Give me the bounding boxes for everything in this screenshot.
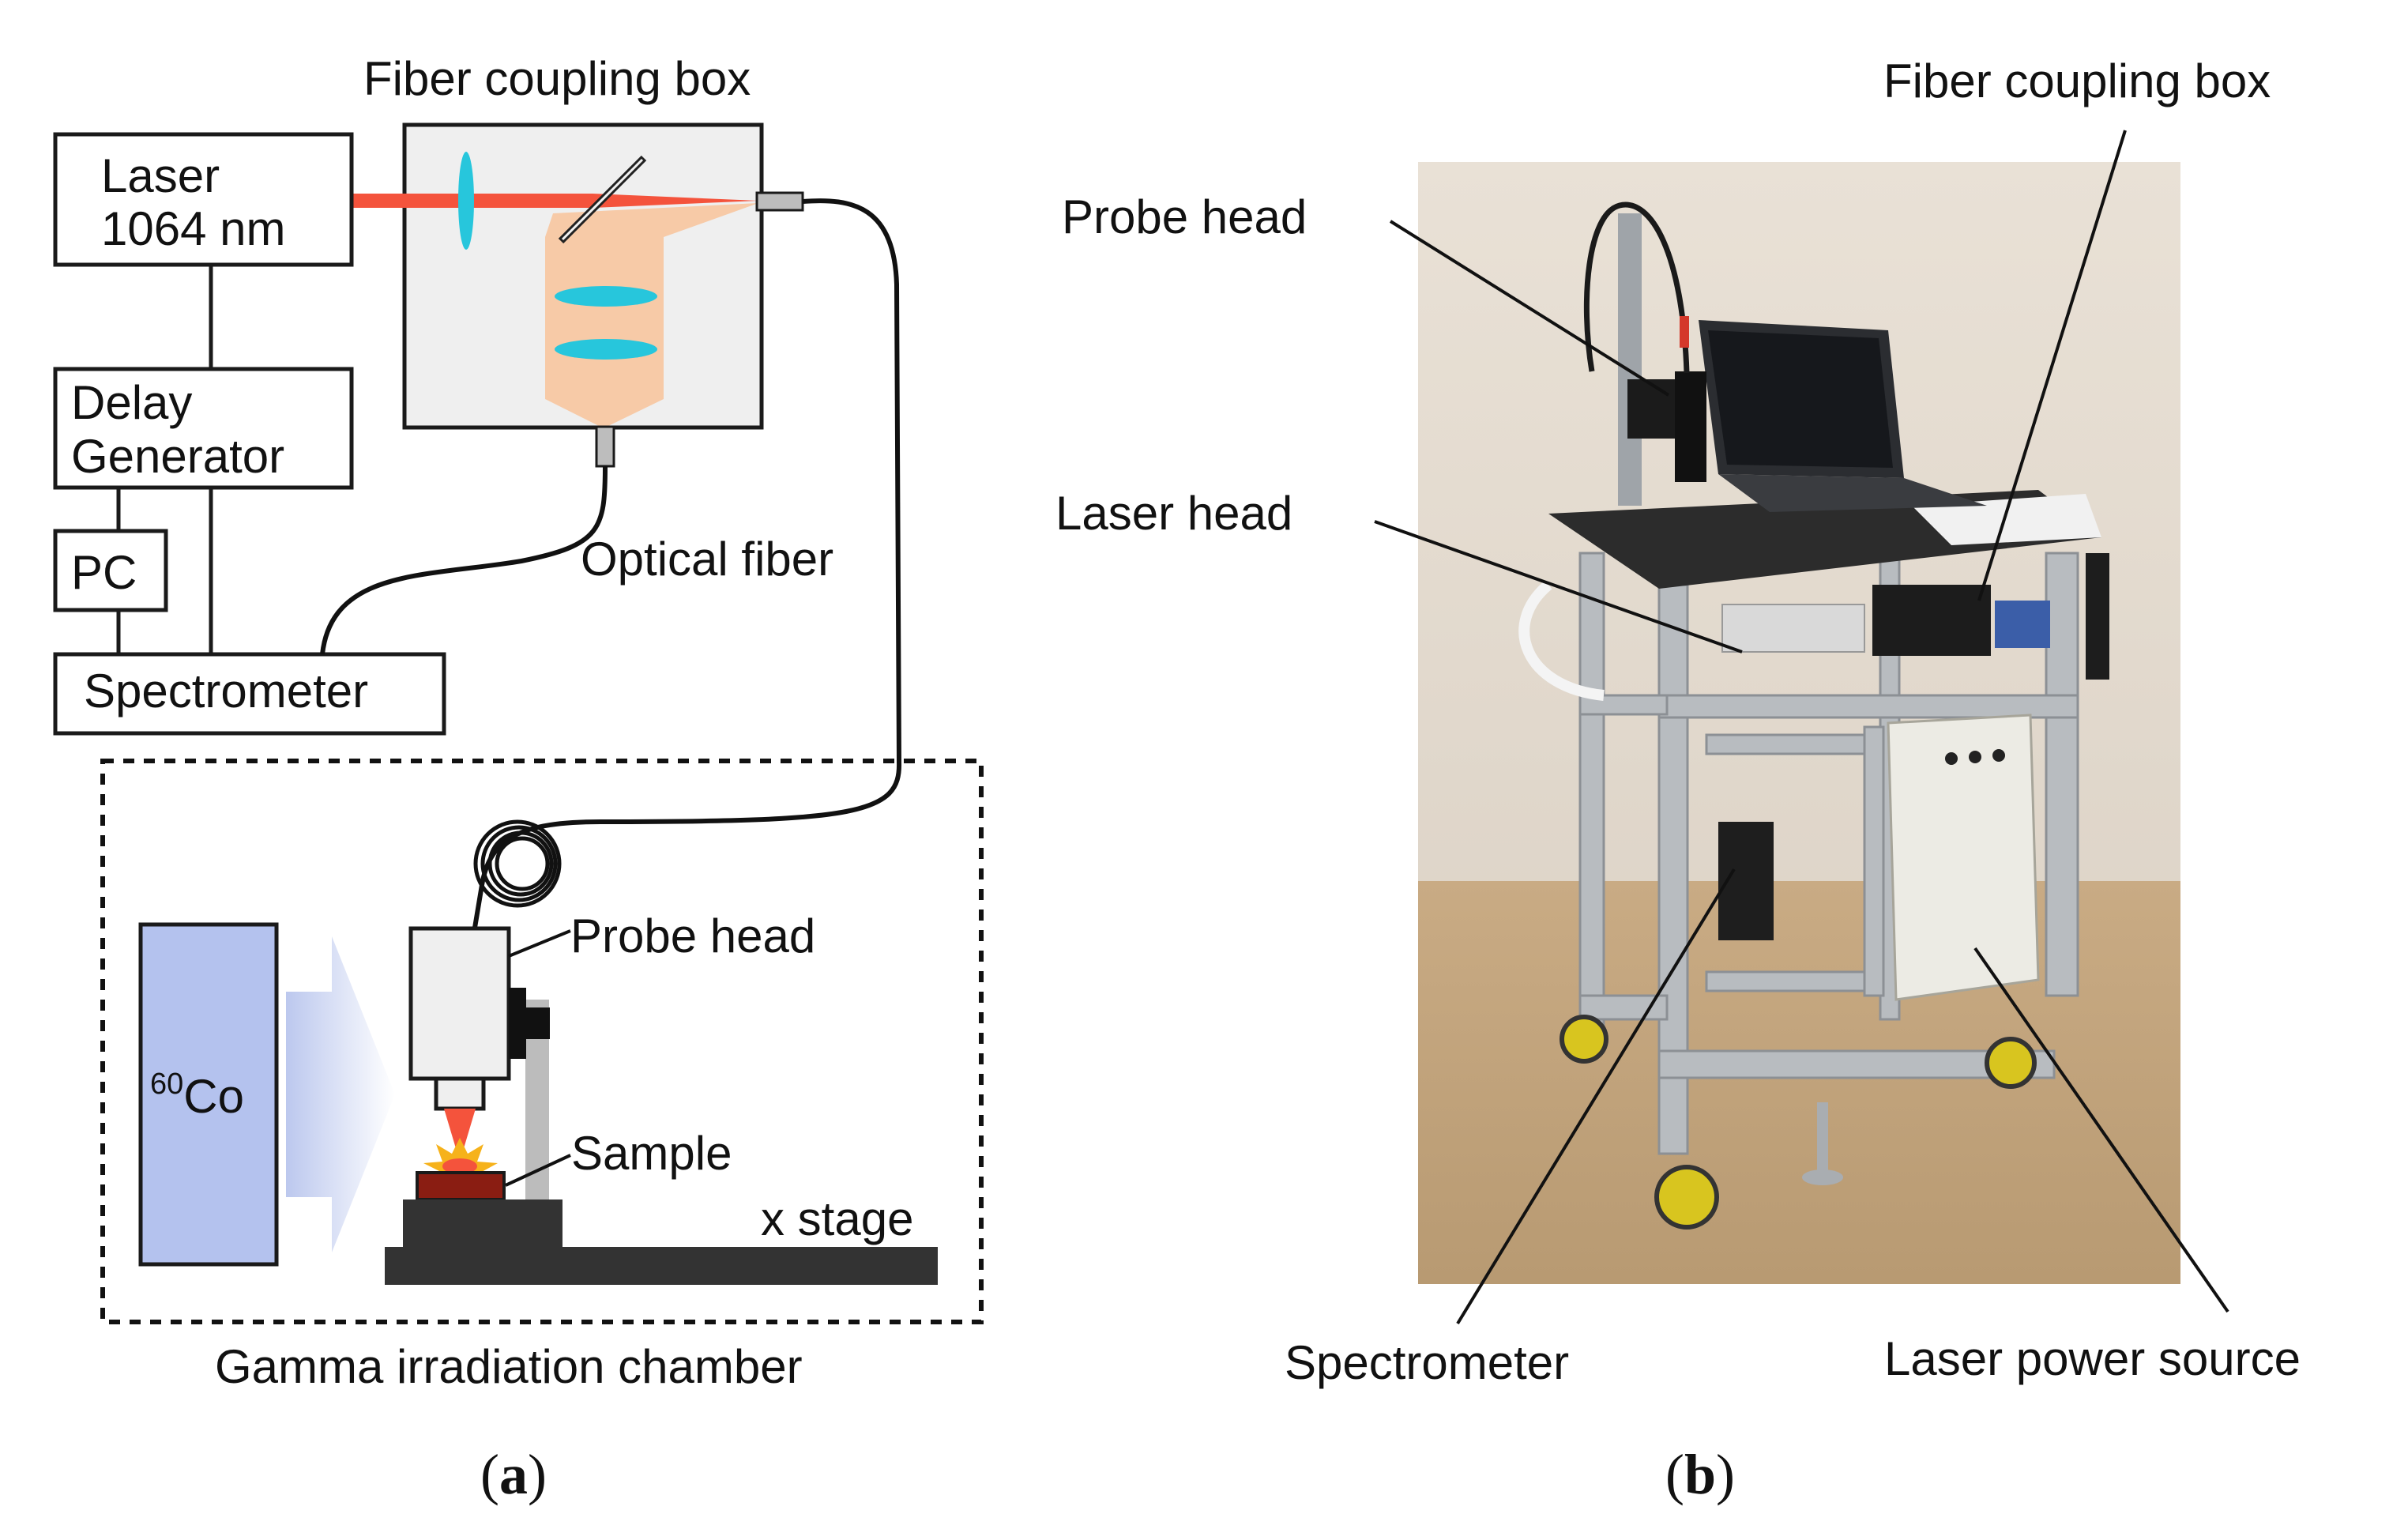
laser-label-line1: Laser [101,149,220,202]
laser-beam-focus [593,194,758,208]
caption-a: (a) [480,1443,547,1506]
cobalt-source-label: 60Co [150,1068,244,1123]
probe-head-label: Probe head [570,909,815,962]
photo-fiber-box-leader [1977,130,2127,601]
probe-head-leader [508,929,571,958]
lens-lower [555,339,657,360]
lens-vertical [458,152,474,250]
stage-block [403,1199,562,1248]
sample-leader [505,1154,571,1187]
caption-b-letter: b [1684,1443,1716,1506]
photo-spectrometer-label: Spectrometer [1285,1336,1569,1389]
plasma-burst [423,1138,498,1173]
x-stage-label: x stage [761,1192,913,1245]
photo-laser-power-label: Laser power source [1884,1332,2301,1385]
pc-label: PC [71,546,137,599]
chamber-label: Gamma irradiation chamber [215,1340,803,1393]
photo-fiber-box-label: Fiber coupling box [1883,55,2271,107]
photo-laser-power-leader [1973,947,2229,1313]
equipment-photo [1418,162,2180,1284]
probe-clamp-knob [526,1007,550,1039]
photo-laser-head-label: Laser head [1055,487,1292,540]
gamma-ray-arrow [286,936,395,1252]
spectrometer-box [53,652,446,736]
optical-fiber-to-probe [472,198,902,944]
delay-label-line1: Delay [71,376,192,429]
panel-b-photo: Fiber coupling box Probe head Laser head… [1055,55,2301,1506]
sample-label: Sample [571,1127,732,1180]
signal-light-cone [545,203,758,427]
laser-box [53,132,354,267]
cobalt-mass-number: 60 [150,1068,183,1101]
cobalt-source [138,922,279,1267]
probe-clamp [509,988,526,1059]
x-stage [385,1247,938,1285]
probe-laser-cone [444,1109,476,1162]
laser-label-line2: 1064 nm [101,202,286,255]
gamma-chamber-boundary [100,759,984,1324]
delay-generator-box [53,367,354,490]
photo-spectrometer-leader [1456,868,1736,1325]
optical-fiber-to-spectrometer [320,465,608,655]
probe-nozzle [434,1076,486,1111]
photo-probe-head-label: Probe head [1062,190,1307,243]
photo-probe-head-leader [1389,220,1670,397]
fiber-connector-bottom [595,425,615,468]
optical-fiber-label: Optical fiber [581,533,833,586]
probe-head [408,926,511,1081]
pc-box [53,529,168,612]
lens-upper [555,286,657,307]
fiber-coil [473,819,562,908]
fiber-connector-right [755,191,804,212]
caption-b: (b) [1665,1443,1735,1506]
panel-a-schematic: Fiber coupling box Laser 1064 nm Delay G… [53,52,984,1506]
photo-laser-head-leader [1374,520,1743,653]
spectrometer-label: Spectrometer [84,665,368,717]
sample [416,1171,506,1201]
caption-a-letter: a [499,1443,528,1506]
delay-label-line2: Generator [71,430,284,483]
fiber-box-label: Fiber coupling box [363,52,751,105]
cobalt-element: Co [183,1070,244,1123]
